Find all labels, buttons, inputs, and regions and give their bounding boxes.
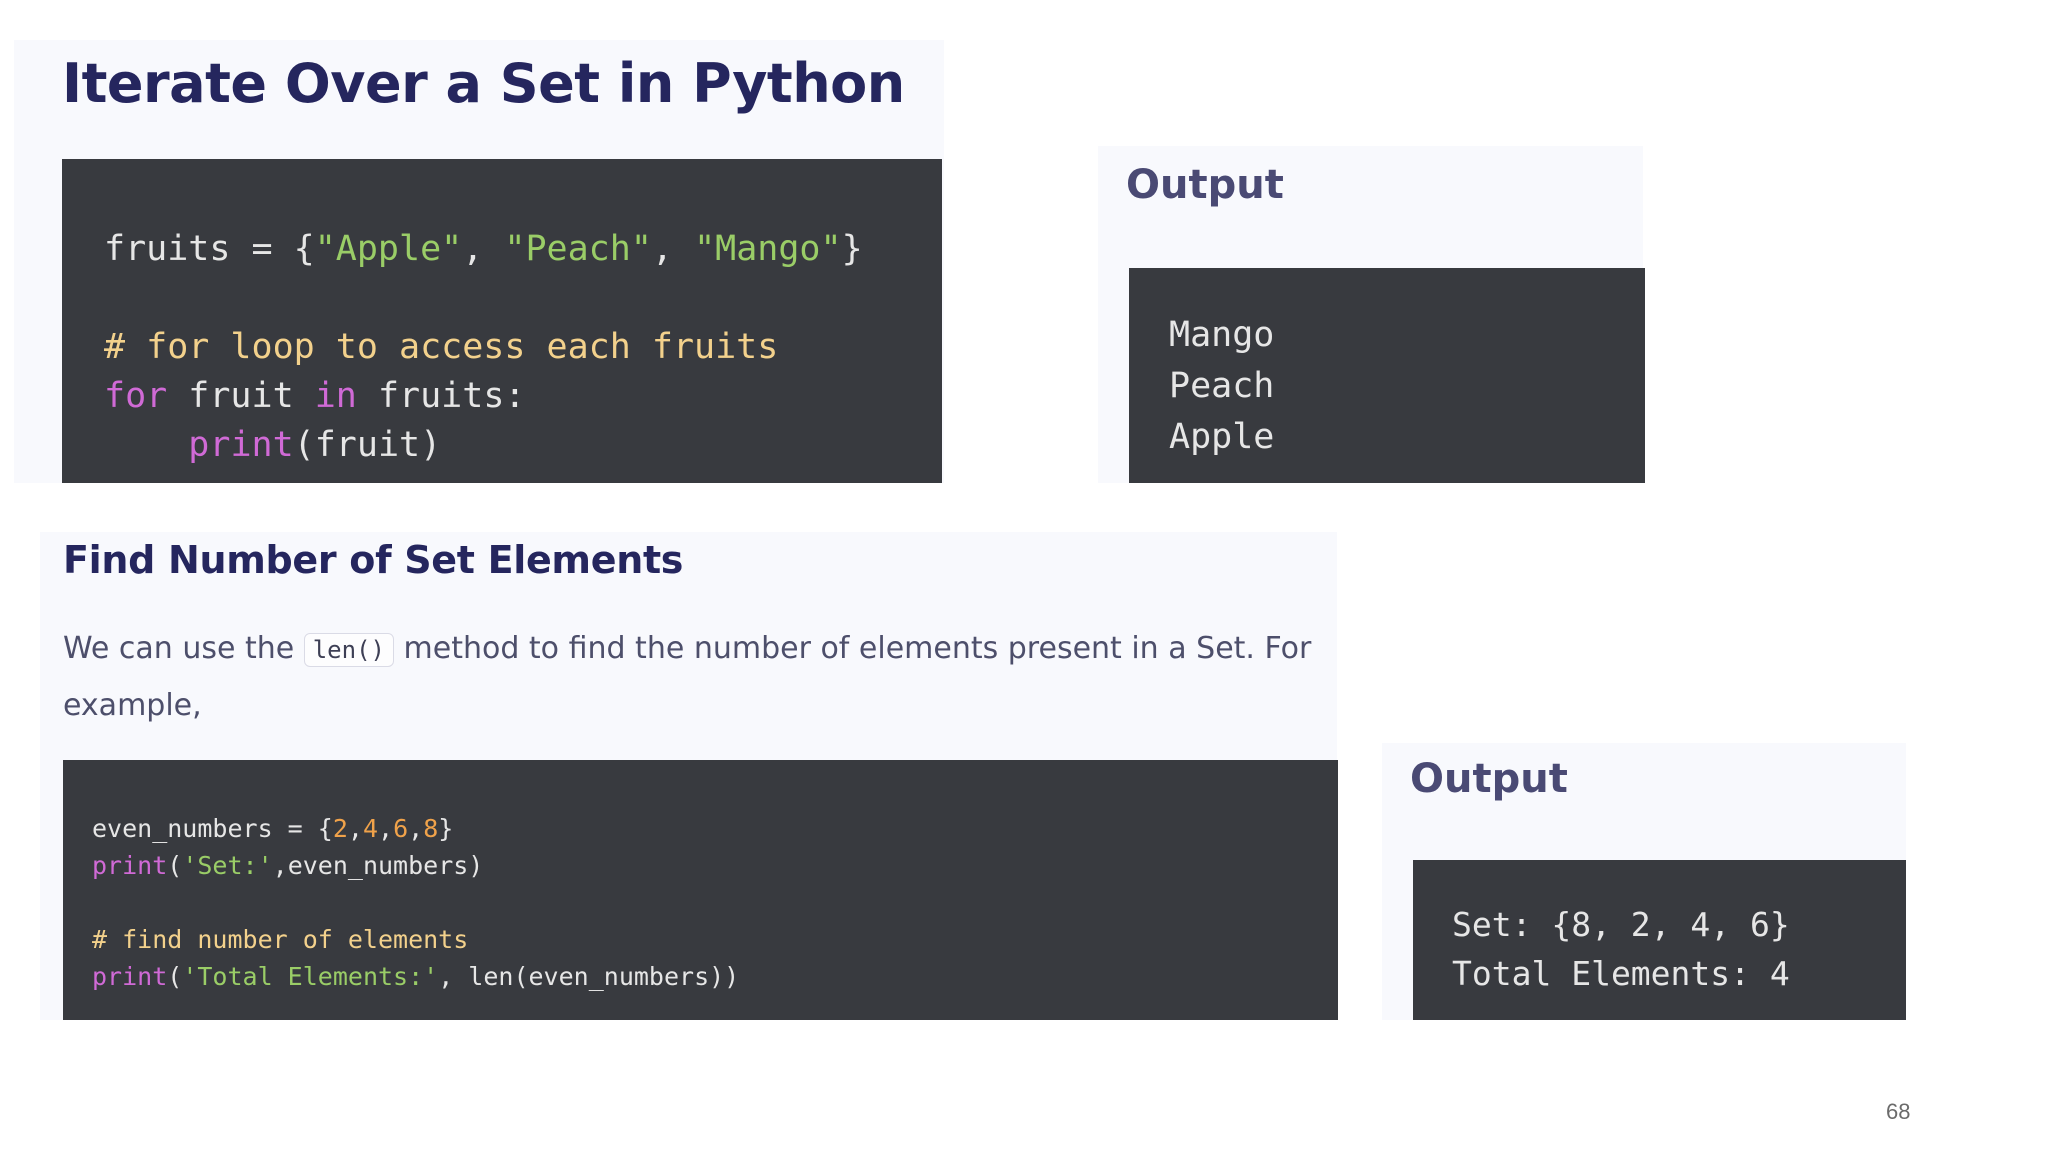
- code-line: fruits = {"Apple", "Peach", "Mango"}: [104, 225, 942, 274]
- code-text: fruits = {: [104, 229, 315, 269]
- code-number: 8: [423, 814, 439, 843]
- count-description: We can use the len() method to find the …: [63, 621, 1343, 734]
- code-line: print(fruit): [104, 421, 942, 470]
- code-indent: [104, 425, 188, 465]
- code-text: (: [167, 962, 183, 991]
- code-text: (fruit): [293, 425, 442, 465]
- code-text: ,: [462, 229, 505, 269]
- code-text: ,: [408, 814, 424, 843]
- iterate-section-title: Iterate Over a Set in Python: [62, 52, 905, 115]
- code-string: 'Set:': [182, 851, 273, 880]
- code-line: even_numbers = {2,4,6,8}: [92, 810, 1338, 847]
- code-text: }: [841, 229, 863, 269]
- description-text: We can use the: [63, 631, 304, 666]
- code-keyword: print: [92, 851, 168, 880]
- code-text: fruits:: [356, 376, 526, 416]
- page-number: 68: [1886, 1099, 1911, 1124]
- count-section-title: Find Number of Set Elements: [63, 538, 684, 582]
- code-line: # for loop to access each fruits: [104, 323, 942, 372]
- inline-code-len: len(): [303, 633, 394, 667]
- code-line: for fruit in fruits:: [104, 372, 942, 421]
- output-line: Set: {8, 2, 4, 6}: [1452, 905, 1790, 944]
- code-keyword: in: [314, 376, 357, 416]
- code-text: , len(even_numbers)): [438, 962, 740, 991]
- output-line: Peach: [1169, 366, 1275, 406]
- output-line: Apple: [1169, 417, 1275, 457]
- code-text: ,: [347, 814, 363, 843]
- output-line: Total Elements: 4: [1452, 954, 1790, 993]
- code-text: ,: [651, 229, 695, 269]
- code-line: print('Total Elements:', len(even_number…: [92, 958, 1338, 995]
- code-string: 'Total Elements:': [182, 962, 439, 991]
- description-text: method to find the number of elements pr…: [63, 631, 1312, 723]
- code-comment: # for loop to access each fruits: [104, 327, 779, 367]
- code-text: fruit: [167, 376, 315, 416]
- code-number: 4: [362, 814, 379, 843]
- iterate-output-title: Output: [1126, 162, 1284, 208]
- code-keyword: for: [104, 376, 168, 416]
- code-string: "Apple": [314, 229, 463, 269]
- code-text: }: [438, 814, 454, 843]
- code-text: even_numbers = {: [92, 814, 333, 843]
- count-code-block: even_numbers = {2,4,6,8}print('Set:',eve…: [63, 760, 1338, 1020]
- code-line: # find number of elements: [92, 921, 1338, 958]
- iterate-code-block: fruits = {"Apple", "Peach", "Mango"} # f…: [62, 159, 942, 483]
- code-number: 6: [393, 814, 409, 843]
- code-line: print('Set:',even_numbers): [92, 847, 1338, 884]
- code-keyword: print: [188, 425, 294, 465]
- code-string: "Mango": [694, 229, 842, 269]
- code-keyword: print: [92, 962, 168, 991]
- code-line-blank: [104, 274, 942, 323]
- code-text: ,: [378, 814, 394, 843]
- code-number: 2: [332, 814, 348, 843]
- code-text: (: [167, 851, 183, 880]
- code-line-blank: [92, 884, 1338, 921]
- output-line: Mango: [1169, 315, 1275, 355]
- code-comment: # find number of elements: [92, 925, 469, 954]
- code-text: ,even_numbers): [272, 851, 484, 880]
- count-output-title: Output: [1410, 756, 1568, 802]
- code-string: "Peach": [504, 229, 652, 269]
- count-output-block: Set: {8, 2, 4, 6} Total Elements: 4: [1413, 860, 1906, 1020]
